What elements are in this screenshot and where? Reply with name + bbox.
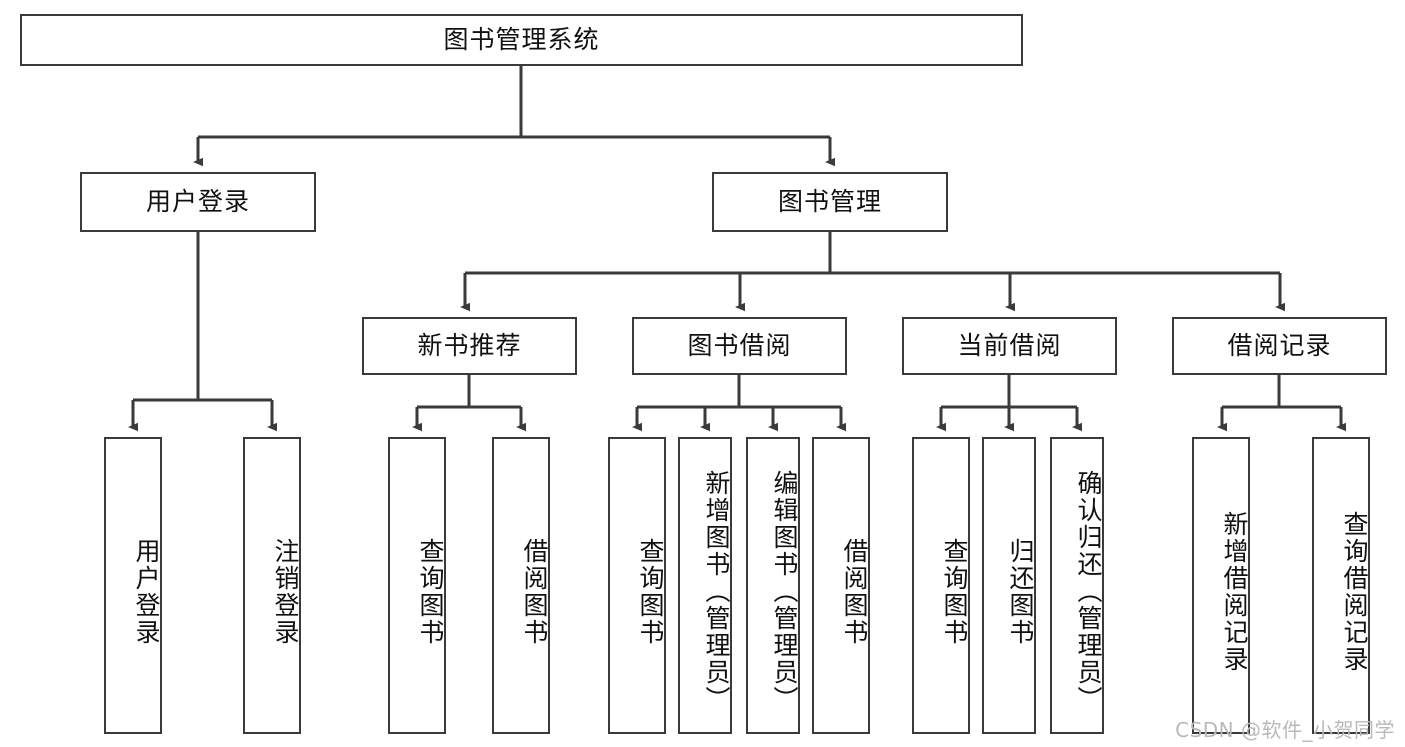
leaf-current-confirm-return[interactable]: 确认归还（管理员） xyxy=(1050,437,1104,734)
leaf-current-return-book[interactable]: 归还图书 xyxy=(982,437,1036,734)
node-book-borrow[interactable]: 图书借阅 xyxy=(632,317,847,375)
leaf-recommend-query-book[interactable]: 查询图书 xyxy=(388,437,446,734)
leaf-borrow-borrow-book[interactable]: 借阅图书 xyxy=(812,437,870,734)
csdn-watermark: CSDN @软件_小贺同学 xyxy=(1175,718,1395,742)
leaf-record-add-record-label: 新增借阅记录 xyxy=(1220,510,1249,673)
leaf-borrow-borrow-book-label: 借阅图书 xyxy=(840,537,869,646)
node-root[interactable]: 图书管理系统 xyxy=(20,14,1023,66)
leaf-borrow-edit-book-label: 编辑图书（管理员） xyxy=(770,470,799,713)
leaf-borrow-query-book[interactable]: 查询图书 xyxy=(608,437,666,734)
node-book-management-label: 图书管理 xyxy=(777,187,882,217)
leaf-user-login-logout[interactable]: 注销登录 xyxy=(243,437,301,734)
leaf-record-query-record[interactable]: 查询借阅记录 xyxy=(1312,437,1370,734)
leaf-recommend-borrow-book-label: 借阅图书 xyxy=(520,537,549,646)
leaf-user-login-logout-label: 注销登录 xyxy=(271,537,300,646)
node-borrow-record[interactable]: 借阅记录 xyxy=(1172,317,1387,375)
leaf-user-login-login-label: 用户登录 xyxy=(132,537,161,646)
node-current-borrow-label: 当前借阅 xyxy=(957,331,1062,361)
leaf-current-query-book-label: 查询图书 xyxy=(940,537,969,646)
leaf-user-login-login[interactable]: 用户登录 xyxy=(104,437,162,734)
node-book-management[interactable]: 图书管理 xyxy=(712,172,948,232)
node-new-book-recommend[interactable]: 新书推荐 xyxy=(362,317,577,375)
node-root-label: 图书管理系统 xyxy=(443,25,600,55)
leaf-borrow-add-book[interactable]: 新增图书（管理员） xyxy=(678,437,732,734)
leaf-current-return-book-label: 归还图书 xyxy=(1006,537,1035,646)
node-user-login-label: 用户登录 xyxy=(145,187,250,217)
leaf-current-confirm-return-label: 确认归还（管理员） xyxy=(1074,470,1103,713)
leaf-recommend-borrow-book[interactable]: 借阅图书 xyxy=(492,437,550,734)
node-user-login[interactable]: 用户登录 xyxy=(80,172,316,232)
leaf-record-add-record[interactable]: 新增借阅记录 xyxy=(1192,437,1250,734)
node-book-borrow-label: 图书借阅 xyxy=(687,331,792,361)
leaf-record-query-record-label: 查询借阅记录 xyxy=(1340,510,1369,673)
leaf-current-query-book[interactable]: 查询图书 xyxy=(912,437,970,734)
leaf-borrow-edit-book[interactable]: 编辑图书（管理员） xyxy=(746,437,800,734)
leaf-borrow-add-book-label: 新增图书（管理员） xyxy=(702,470,731,713)
node-borrow-record-label: 借阅记录 xyxy=(1227,331,1332,361)
leaf-borrow-query-book-label: 查询图书 xyxy=(636,537,665,646)
node-current-borrow[interactable]: 当前借阅 xyxy=(902,317,1117,375)
leaf-recommend-query-book-label: 查询图书 xyxy=(416,537,445,646)
node-new-book-recommend-label: 新书推荐 xyxy=(417,331,522,361)
